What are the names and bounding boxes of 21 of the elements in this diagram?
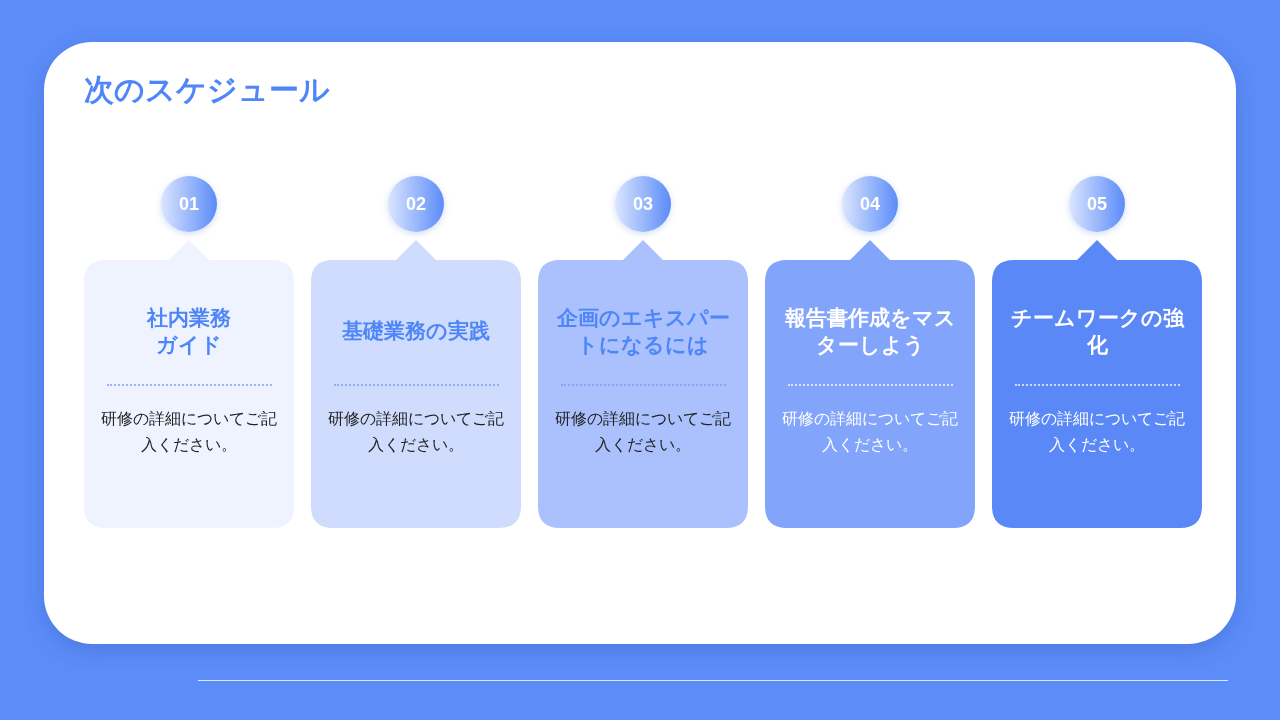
callout-card (84, 240, 294, 528)
card-description: 研修の詳細についてご記入ください。 (554, 408, 732, 456)
callout-card (992, 240, 1202, 528)
slide-title: 次のスケジュール (84, 71, 330, 109)
card-description: 研修の詳細についてご記入ください。 (100, 408, 278, 456)
step-number-circle: 02 (388, 176, 444, 232)
card-heading: 企画のエキスパートになるには (555, 304, 731, 359)
card-description: 研修の詳細についてご記入ください。 (1008, 408, 1186, 456)
card-heading: チームワークの強化 (1009, 304, 1186, 359)
card-heading: 社内業務ガイド (145, 304, 232, 359)
card-heading: 報告書作成をマスターしよう (783, 304, 957, 359)
card-description: 研修の詳細についてご記入ください。 (327, 408, 505, 456)
callout-card (538, 240, 748, 528)
callout-card (765, 240, 975, 528)
step-number-circle: 05 (1069, 176, 1125, 232)
step-number-circle: 01 (161, 176, 217, 232)
card-heading: 基礎業務の実践 (342, 318, 490, 346)
callout-card (311, 240, 521, 528)
step-number-circle: 03 (615, 176, 671, 232)
card-description: 研修の詳細についてご記入ください。 (781, 408, 959, 456)
step-number-circle: 04 (842, 176, 898, 232)
